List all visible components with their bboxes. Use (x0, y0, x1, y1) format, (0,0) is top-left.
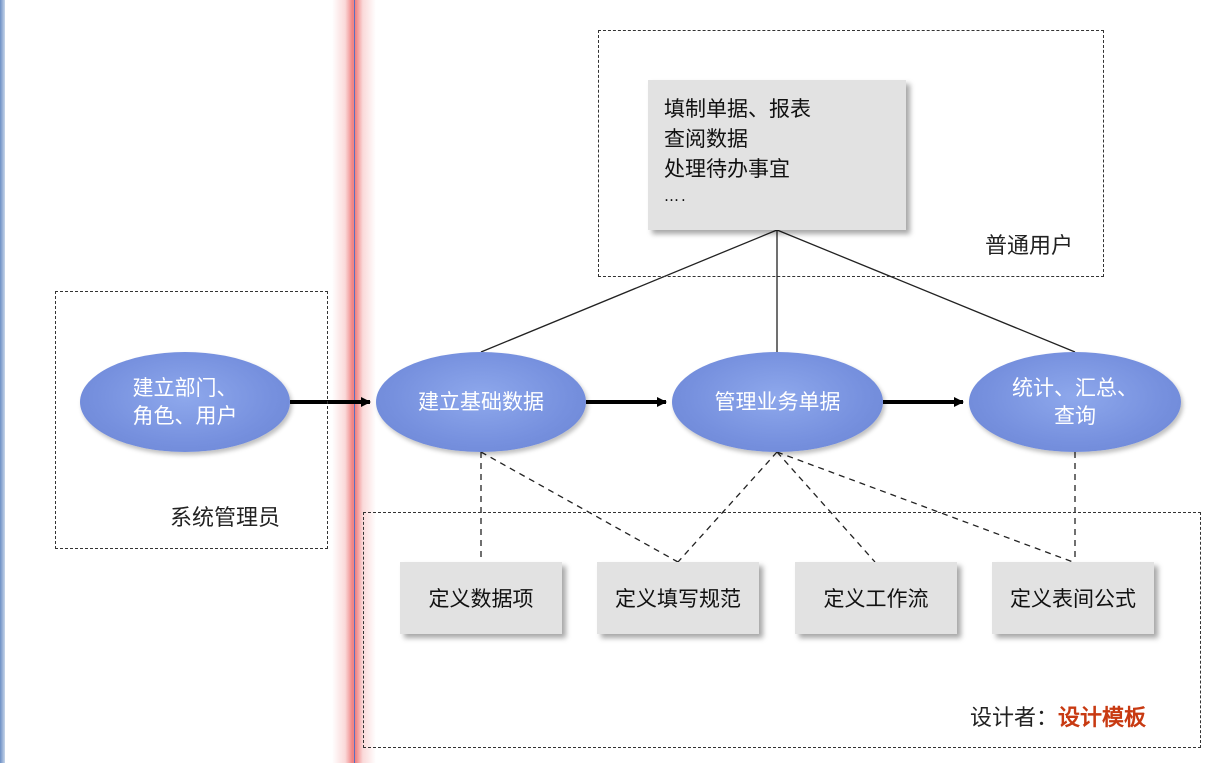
stats-query-line2: 查询 (1054, 404, 1096, 428)
define-workflow-box: 定义工作流 (795, 562, 957, 634)
designer-highlight: 设计模板 (1058, 706, 1147, 731)
business-docs-label: 管理业务单据 (714, 390, 841, 414)
stats-query-ellipse: 统计、汇总、 查询 (969, 352, 1181, 452)
user-task-item: 查阅数据 (664, 127, 748, 151)
setup-org-line2: 角色、用户 (132, 404, 238, 428)
user-group-label: 普通用户 (985, 234, 1074, 259)
business-docs-ellipse: 管理业务单据 (672, 352, 883, 452)
setup-org-line1: 建立部门、 (132, 376, 238, 400)
dash-business-rule (677, 451, 778, 563)
define-fill-rule-box: 定义填写规范 (597, 562, 759, 634)
designer-group-label: 设计者：设计模板 (970, 700, 1146, 732)
user-tasks-box: 填制单据、报表 查阅数据 处理待办事宜 …. (648, 80, 906, 230)
basic-data-label: 建立基础数据 (418, 390, 544, 414)
define-formula-box: 定义表间公式 (992, 562, 1154, 634)
admin-group-label: 系统管理员 (170, 506, 281, 531)
divider-line (354, 0, 355, 763)
user-task-item: 填制单据、报表 (664, 97, 811, 121)
define-data-item-box: 定义数据项 (400, 562, 562, 634)
window-edge-strip (0, 0, 5, 763)
setup-org-ellipse: 建立部门、 角色、用户 (80, 352, 290, 452)
define-formula-label: 定义表间公式 (1010, 587, 1136, 611)
stats-query-line1: 统计、汇总、 (1012, 376, 1138, 400)
user-group-box (598, 30, 1104, 277)
dash-business-formula (776, 451, 1074, 563)
dash-business-flow (776, 451, 876, 563)
admin-group-box (55, 291, 328, 549)
basic-data-ellipse: 建立基础数据 (376, 352, 586, 452)
link-tasks-basic (480, 229, 778, 353)
designer-prefix: 设计者： (970, 706, 1059, 731)
define-workflow-label: 定义工作流 (823, 587, 929, 611)
define-fill-rule-label: 定义填写规范 (615, 587, 741, 611)
link-tasks-stats (776, 229, 1076, 353)
designer-group-box (363, 512, 1201, 748)
define-data-item-label: 定义数据项 (428, 587, 534, 611)
user-task-item: 处理待办事宜 (664, 157, 790, 181)
dash-basic-rule (480, 451, 679, 563)
user-task-ellipsis: …. (664, 187, 688, 205)
